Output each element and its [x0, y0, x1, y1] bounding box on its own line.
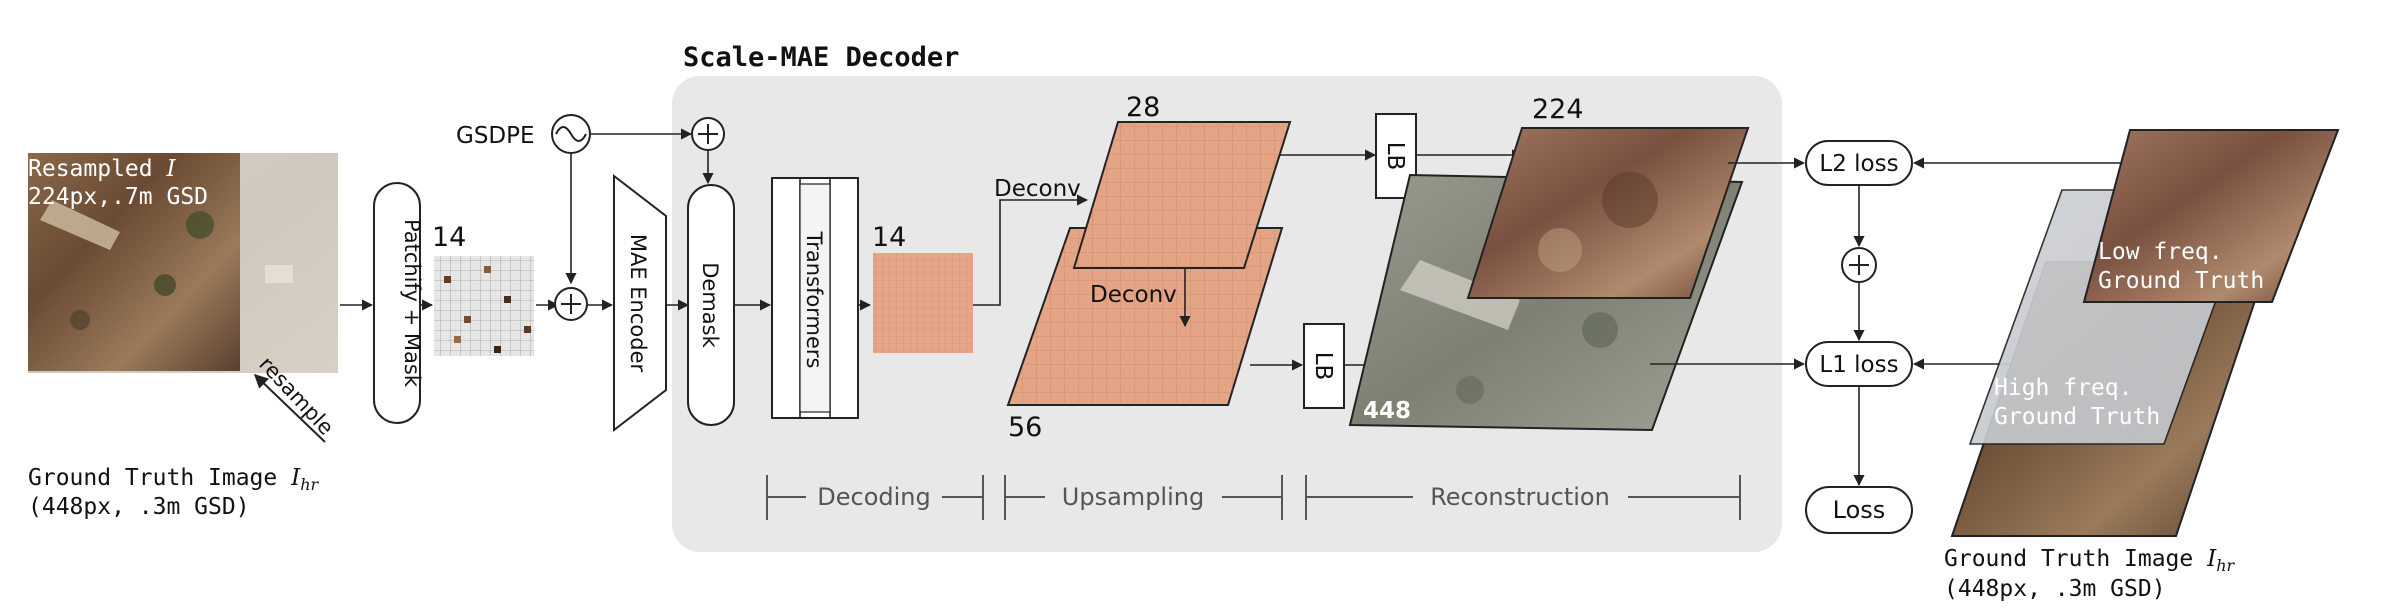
output-448-size: 448: [1363, 398, 1411, 424]
feature-map-28-size: 28: [1126, 92, 1160, 123]
high-freq-line1: High freq.: [1994, 375, 2132, 401]
stage-reconstruction: Reconstruction: [1430, 483, 1610, 511]
token-grid-size: 14: [872, 222, 906, 253]
decoder-title: Scale-MAE Decoder: [683, 42, 959, 73]
mae-encoder-block: [613, 173, 667, 433]
input-image: [28, 153, 338, 373]
stage-decoding: Decoding: [817, 483, 930, 511]
resampled-caption: Resampled: [28, 156, 166, 182]
total-loss-label: Loss: [1833, 496, 1886, 524]
resampled-symbol: I: [165, 156, 176, 182]
mae-encoder-label: MAE Encoder: [626, 234, 650, 373]
feature-map-28: [1072, 121, 1292, 269]
high-freq-line2: Ground Truth: [1994, 404, 2160, 430]
l1-loss-label: L1 loss: [1819, 352, 1898, 378]
resample-arrow: [253, 374, 326, 443]
gt-caption: Ground Truth Image: [28, 465, 291, 491]
gt-detail: (448px, .3m GSD): [28, 494, 250, 520]
feature-map-56-size: 56: [1008, 412, 1042, 443]
gt-right-symbol: I: [2206, 546, 2217, 572]
gt-right-caption: Ground Truth Image: [1944, 546, 2207, 572]
lb-top-label: LB: [1382, 142, 1408, 171]
stage-brackets: [766, 475, 1741, 520]
lb-bottom-label: LB: [1310, 352, 1336, 381]
svg-text:Resampled I: Resampled I: [28, 156, 176, 182]
gt-symbol: I: [290, 465, 301, 491]
lb-bottom-box: [1303, 323, 1345, 409]
gt-right-subscript: hr: [2216, 556, 2235, 575]
deconv-mid-label: Deconv: [1090, 282, 1177, 308]
patchify-mask-box: [373, 182, 421, 424]
l2-loss-label: L2 loss: [1819, 151, 1898, 177]
patch-grid-size: 14: [432, 222, 466, 253]
total-loss-box: [1805, 486, 1913, 534]
resampled-detail: 224px,.7m GSD: [28, 184, 208, 210]
deconv-top-label: Deconv: [994, 176, 1081, 202]
masked-patch-grid: [434, 256, 534, 356]
gsdpe-label: GSDPE: [456, 123, 535, 149]
output-224-size: 224: [1532, 94, 1584, 125]
gt-low-freq: [2082, 129, 2340, 303]
stage-upsampling: Upsampling: [1062, 483, 1204, 511]
demask-label: Demask: [698, 262, 722, 348]
low-freq-line1: Low freq.: [2098, 239, 2223, 265]
gt-right-detail: (448px, .3m GSD): [1944, 576, 2166, 602]
output-image-224: [1466, 127, 1750, 299]
gt-subscript: hr: [300, 475, 319, 494]
low-freq-line2: Ground Truth: [2098, 268, 2264, 294]
svg-text:Ground Truth Image Ihr: Ground Truth Image Ihr: [1944, 546, 2236, 575]
svg-text:Ground Truth Image Ihr: Ground Truth Image Ihr: [28, 465, 320, 494]
feature-map-56: [1006, 227, 1284, 406]
transformers-label: Transformers: [802, 231, 826, 369]
patchify-mask-label: Patchify + Mask: [400, 219, 424, 388]
transformers-block: [771, 177, 859, 419]
